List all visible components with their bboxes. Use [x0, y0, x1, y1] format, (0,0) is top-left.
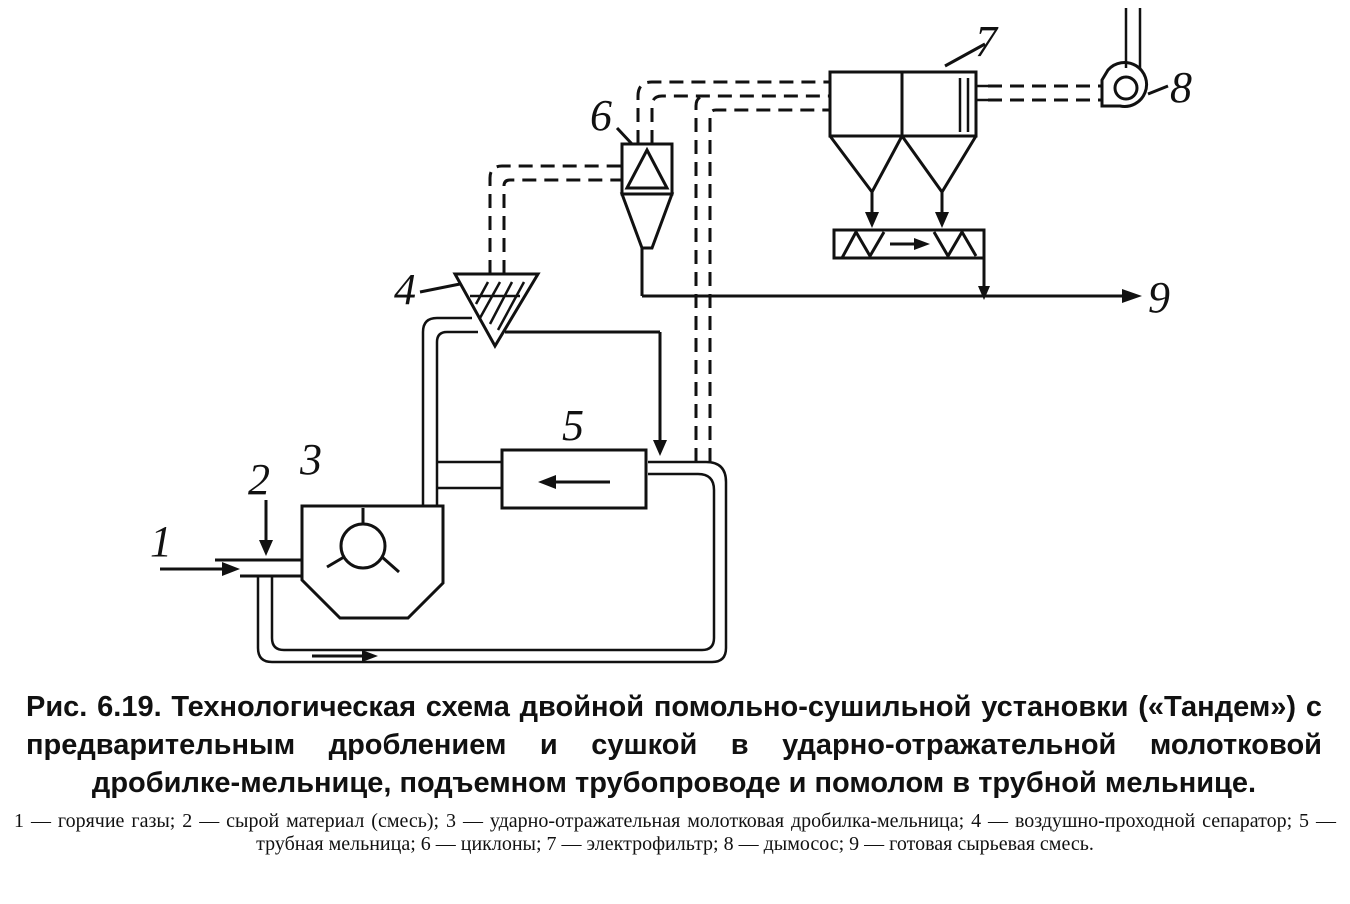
label-7: 7: [975, 17, 999, 66]
gas-pipe-to-fan: [988, 84, 1102, 102]
label-9: 9: [1148, 273, 1170, 322]
riser-pipe: [421, 316, 502, 506]
caption-title: Рис. 6.19. Технологическая схема двойной…: [26, 691, 1322, 799]
figure-caption: Рис. 6.19. Технологическая схема двойной…: [0, 688, 1350, 856]
caption-legend: 1 — горячие газы; 2 — сырой материал (см…: [14, 810, 1336, 855]
label-1: 1: [150, 517, 172, 566]
label-4: 4: [394, 265, 416, 314]
return-pipe: [256, 460, 728, 664]
process-diagram: 1 2 3 4 5 6 7 8 9: [150, 8, 1192, 664]
screw-conveyor: [832, 228, 990, 300]
product-line: [642, 289, 1142, 303]
label-5: 5: [562, 401, 584, 450]
air-separator: [419, 272, 667, 456]
electrofilter: [828, 42, 988, 228]
tube-mill: [500, 448, 648, 510]
label-8: 8: [1170, 63, 1192, 112]
cyclone: [615, 126, 675, 296]
label-3: 3: [299, 435, 322, 484]
gas-pipe-to-filter: [636, 80, 830, 462]
label-2: 2: [248, 455, 270, 504]
raw-material-feed: [259, 500, 273, 556]
hammer-crusher-mill: [300, 504, 445, 620]
label-6: 6: [590, 91, 612, 140]
hot-gas-inlet: [160, 558, 304, 578]
gas-pipe-to-cyclone: [488, 164, 622, 274]
exhaust-fan: [1100, 8, 1169, 108]
